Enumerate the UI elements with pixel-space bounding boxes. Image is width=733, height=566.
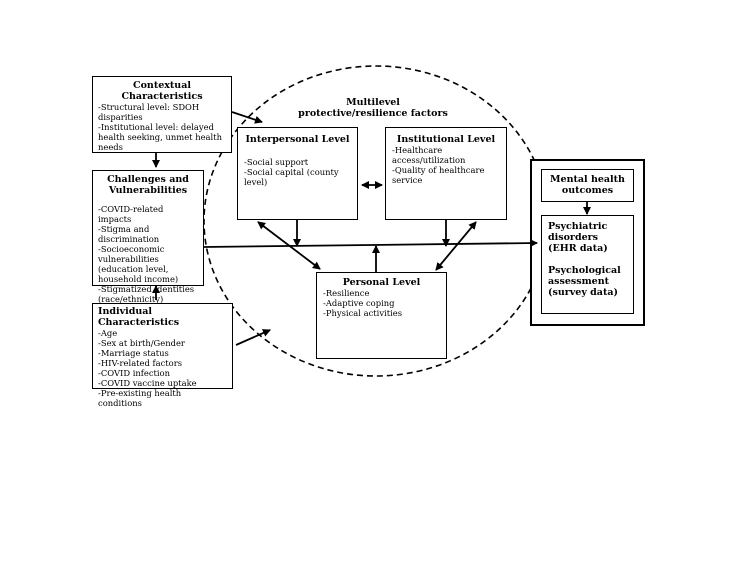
challenges-title: Challenges and Vulnerabilities (107, 174, 189, 196)
arrow-individual-to-circle (235, 329, 271, 346)
arrow-interpersonal-to-personal (257, 221, 321, 270)
challenges-box: Challenges and Vulnerabilities -COVID-re… (92, 170, 204, 304)
institutional-title: Institutional Level (396, 134, 496, 145)
personal-line: -Adaptive coping (323, 298, 395, 308)
institutional-line: -Healthcare access/utilization (392, 145, 466, 165)
interpersonal-line: -Social capital (county level) (244, 167, 339, 187)
outcome-item-psychiatric: Psychiatric disorders (EHR data) (548, 221, 608, 254)
challenges-line: -COVID-related impacts (98, 204, 164, 224)
contextual-box: Contextual Characteristics -Structural l… (92, 76, 232, 153)
arrow-challenges-to-outcomes (203, 239, 538, 248)
outcome-item-psychological: Psychological assessment (survey data) (548, 265, 621, 298)
challenges-line: -Socioeconomic vulnerabilities (educatio… (98, 244, 179, 284)
individual-line: -Marriage status (98, 348, 169, 358)
individual-line: -Age (98, 328, 118, 338)
individual-line: -Sex at birth/Gender (98, 338, 185, 348)
interpersonal-line: -Social support (244, 157, 309, 167)
individual-line: -HIV-related factors (98, 358, 183, 368)
personal-box: Personal Level -Resilience -Adaptive cop… (316, 272, 447, 359)
personal-line: -Resilience (323, 288, 370, 298)
institutional-box: Institutional Level -Healthcare access/u… (385, 127, 507, 220)
challenges-line: -Stigma and discrimination (98, 224, 160, 244)
contextual-title: Contextual Characteristics (121, 80, 203, 102)
outcomes-title-box: Mental health outcomes (541, 169, 634, 202)
individual-line: -COVID infection (98, 368, 170, 378)
interpersonal-title: Interpersonal Level (245, 134, 350, 145)
multilevel-title: Multilevel protective/resilience factors (298, 97, 448, 119)
arrow-institutional-to-personal (435, 221, 477, 271)
individual-box: Individual Characteristics -Age -Sex at … (92, 303, 233, 408)
interpersonal-box: Interpersonal Level -Social support -Soc… (237, 127, 358, 220)
individual-line: -COVID vaccine uptake (98, 378, 197, 388)
personal-line: -Physical activities (323, 308, 403, 318)
outcomes-items-box: Psychiatric disorders (EHR data) Psychol… (541, 215, 634, 314)
institutional-line: -Quality of healthcare service (392, 165, 485, 185)
contextual-line: -Structural level: SDOH disparities (98, 102, 200, 122)
outcomes-title: Mental health outcomes (550, 174, 625, 196)
individual-line: -Pre-existing health conditions (98, 388, 182, 408)
individual-title: Individual Characteristics (98, 306, 180, 328)
arrow-contextual-to-circle (231, 111, 263, 124)
challenges-line: -Stigmatized identities (race/ethnicity) (98, 284, 195, 304)
personal-title: Personal Level (342, 277, 421, 288)
contextual-line: -Institutional level: delayed health see… (98, 122, 222, 152)
